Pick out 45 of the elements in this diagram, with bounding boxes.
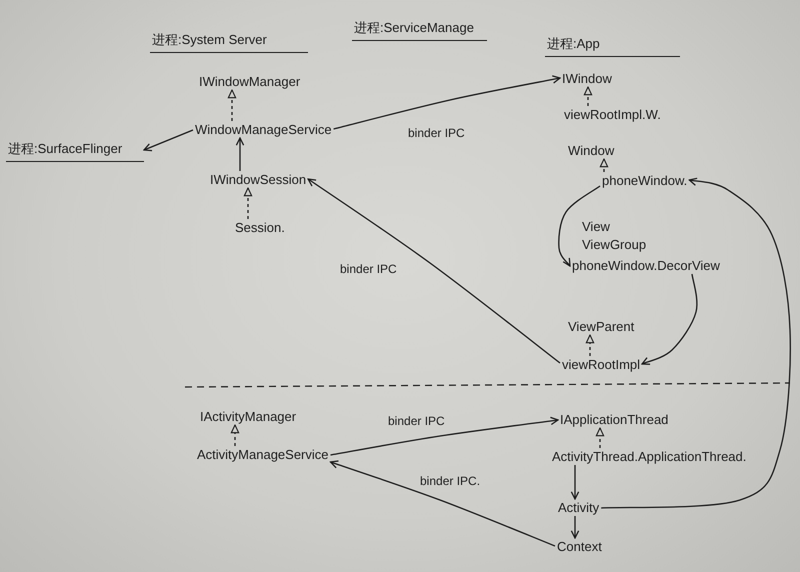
- class-name: IWindowSession: [208, 171, 308, 188]
- class-name: IWindowManager: [197, 73, 302, 90]
- arrow: [236, 137, 244, 171]
- class-name: WindowManageService: [193, 121, 334, 138]
- arrow: [641, 274, 698, 366]
- dashed-triangle-arrow: [230, 424, 240, 446]
- class-name: ViewParent: [566, 318, 636, 335]
- arrow: [558, 185, 600, 267]
- class-name: phoneWindow.: [600, 172, 690, 189]
- edge-label: binder IPC: [340, 262, 397, 276]
- class-name: Session.: [233, 219, 287, 236]
- process-heading: 进程:System Server: [150, 32, 308, 53]
- arrow: [333, 75, 561, 130]
- class-name: ActivityThread.ApplicationThread.: [550, 448, 748, 465]
- dashed-triangle-arrow: [244, 187, 252, 219]
- dashed-triangle-arrow: [228, 89, 236, 121]
- class-name: Context: [555, 538, 604, 555]
- process-heading: 进程:App: [545, 36, 680, 57]
- class-name: viewRootImpl: [560, 356, 642, 373]
- class-name: phoneWindow.DecorView: [570, 257, 722, 274]
- class-name: Activity: [556, 499, 602, 516]
- class-name: IActivityManager: [198, 408, 298, 425]
- arrow: [601, 177, 791, 509]
- class-name: viewRootImpl.W.: [562, 106, 663, 123]
- class-name: ActivityManageService: [195, 446, 330, 463]
- dashed-triangle-arrow: [600, 158, 608, 172]
- process-heading: 进程:ServiceManage: [352, 20, 487, 41]
- arrow: [570, 465, 580, 500]
- arrow: [330, 460, 556, 547]
- dashed-triangle-arrow: [596, 427, 604, 448]
- class-name: View: [582, 219, 610, 234]
- class-name: IWindow: [560, 70, 614, 87]
- edge-label: binder IPC: [388, 414, 445, 428]
- dashed-triangle-arrow: [584, 86, 592, 106]
- class-name: ViewGroup: [582, 237, 646, 252]
- dashed-triangle-arrow: [586, 334, 594, 356]
- edge-label: binder IPC: [408, 126, 465, 140]
- arrow: [143, 129, 194, 152]
- class-name: IApplicationThread: [558, 411, 670, 428]
- arrow: [570, 516, 580, 539]
- class-name: Window: [566, 142, 616, 159]
- arrow: [330, 416, 559, 456]
- edge-label: binder IPC.: [420, 474, 480, 488]
- process-heading: 进程:SurfaceFlinger: [6, 141, 144, 162]
- arrow: [307, 178, 560, 364]
